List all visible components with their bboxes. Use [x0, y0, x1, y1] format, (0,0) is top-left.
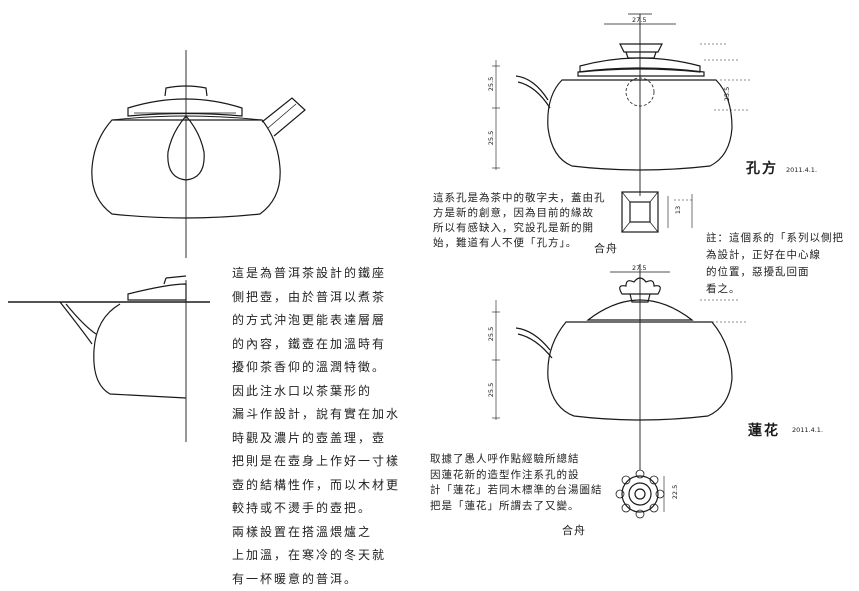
signature-kongfang: 合舟 [594, 242, 618, 255]
date-lianhua: 2011.4.1. [792, 426, 824, 434]
dim-top-width: 27.5 [632, 16, 647, 24]
date-kongfang: 2011.4.1. [786, 166, 818, 174]
note-iron-teapot: 這是為普洱茶設計的鐵座 側把壺，由於普洱以煮茶 的方式沖泡更能表達層層 的內容，… [232, 266, 401, 586]
teapot-side-handle-elevation [91, 50, 306, 258]
teapot-drawings [8, 13, 752, 519]
teapot-kongfang-elevation [492, 13, 752, 233]
dim-lotus-small: 22.5 [671, 484, 680, 500]
teapot-lotus-elevation [492, 264, 748, 519]
title-lianhua: 蓮花 [748, 423, 780, 439]
title-kongfang: 孔方 [746, 161, 778, 177]
signature-lianhua: 合舟 [562, 524, 586, 537]
dim-side-3: 25.5 [487, 326, 496, 342]
dim-side-2: 25.5 [487, 130, 496, 146]
dim-lotus-top-width: 27.5 [632, 264, 647, 272]
note-kongfang: 這系孔是為茶中的敬字夫，蓋由孔 方是新的創意，因為目前的緣故 所以有感缺入，究設… [433, 192, 606, 249]
dim-side-5: 25.5 [723, 86, 732, 102]
teapot-section-view [8, 275, 210, 442]
note-series: 註：這個系的「系列以側把 為設計，正好在中心線 的位置，惡擾乱回面 看之。 [706, 232, 844, 295]
dim-square-height: 13 [674, 205, 683, 215]
note-lianhua: 取據了愚人呼作點經驗所總結 因蓮花新的造型作注系孔的設 計「蓮花」若同木標準的台… [430, 453, 603, 512]
dim-side-1: 25.5 [487, 76, 496, 92]
dim-side-4: 25.5 [487, 382, 496, 398]
